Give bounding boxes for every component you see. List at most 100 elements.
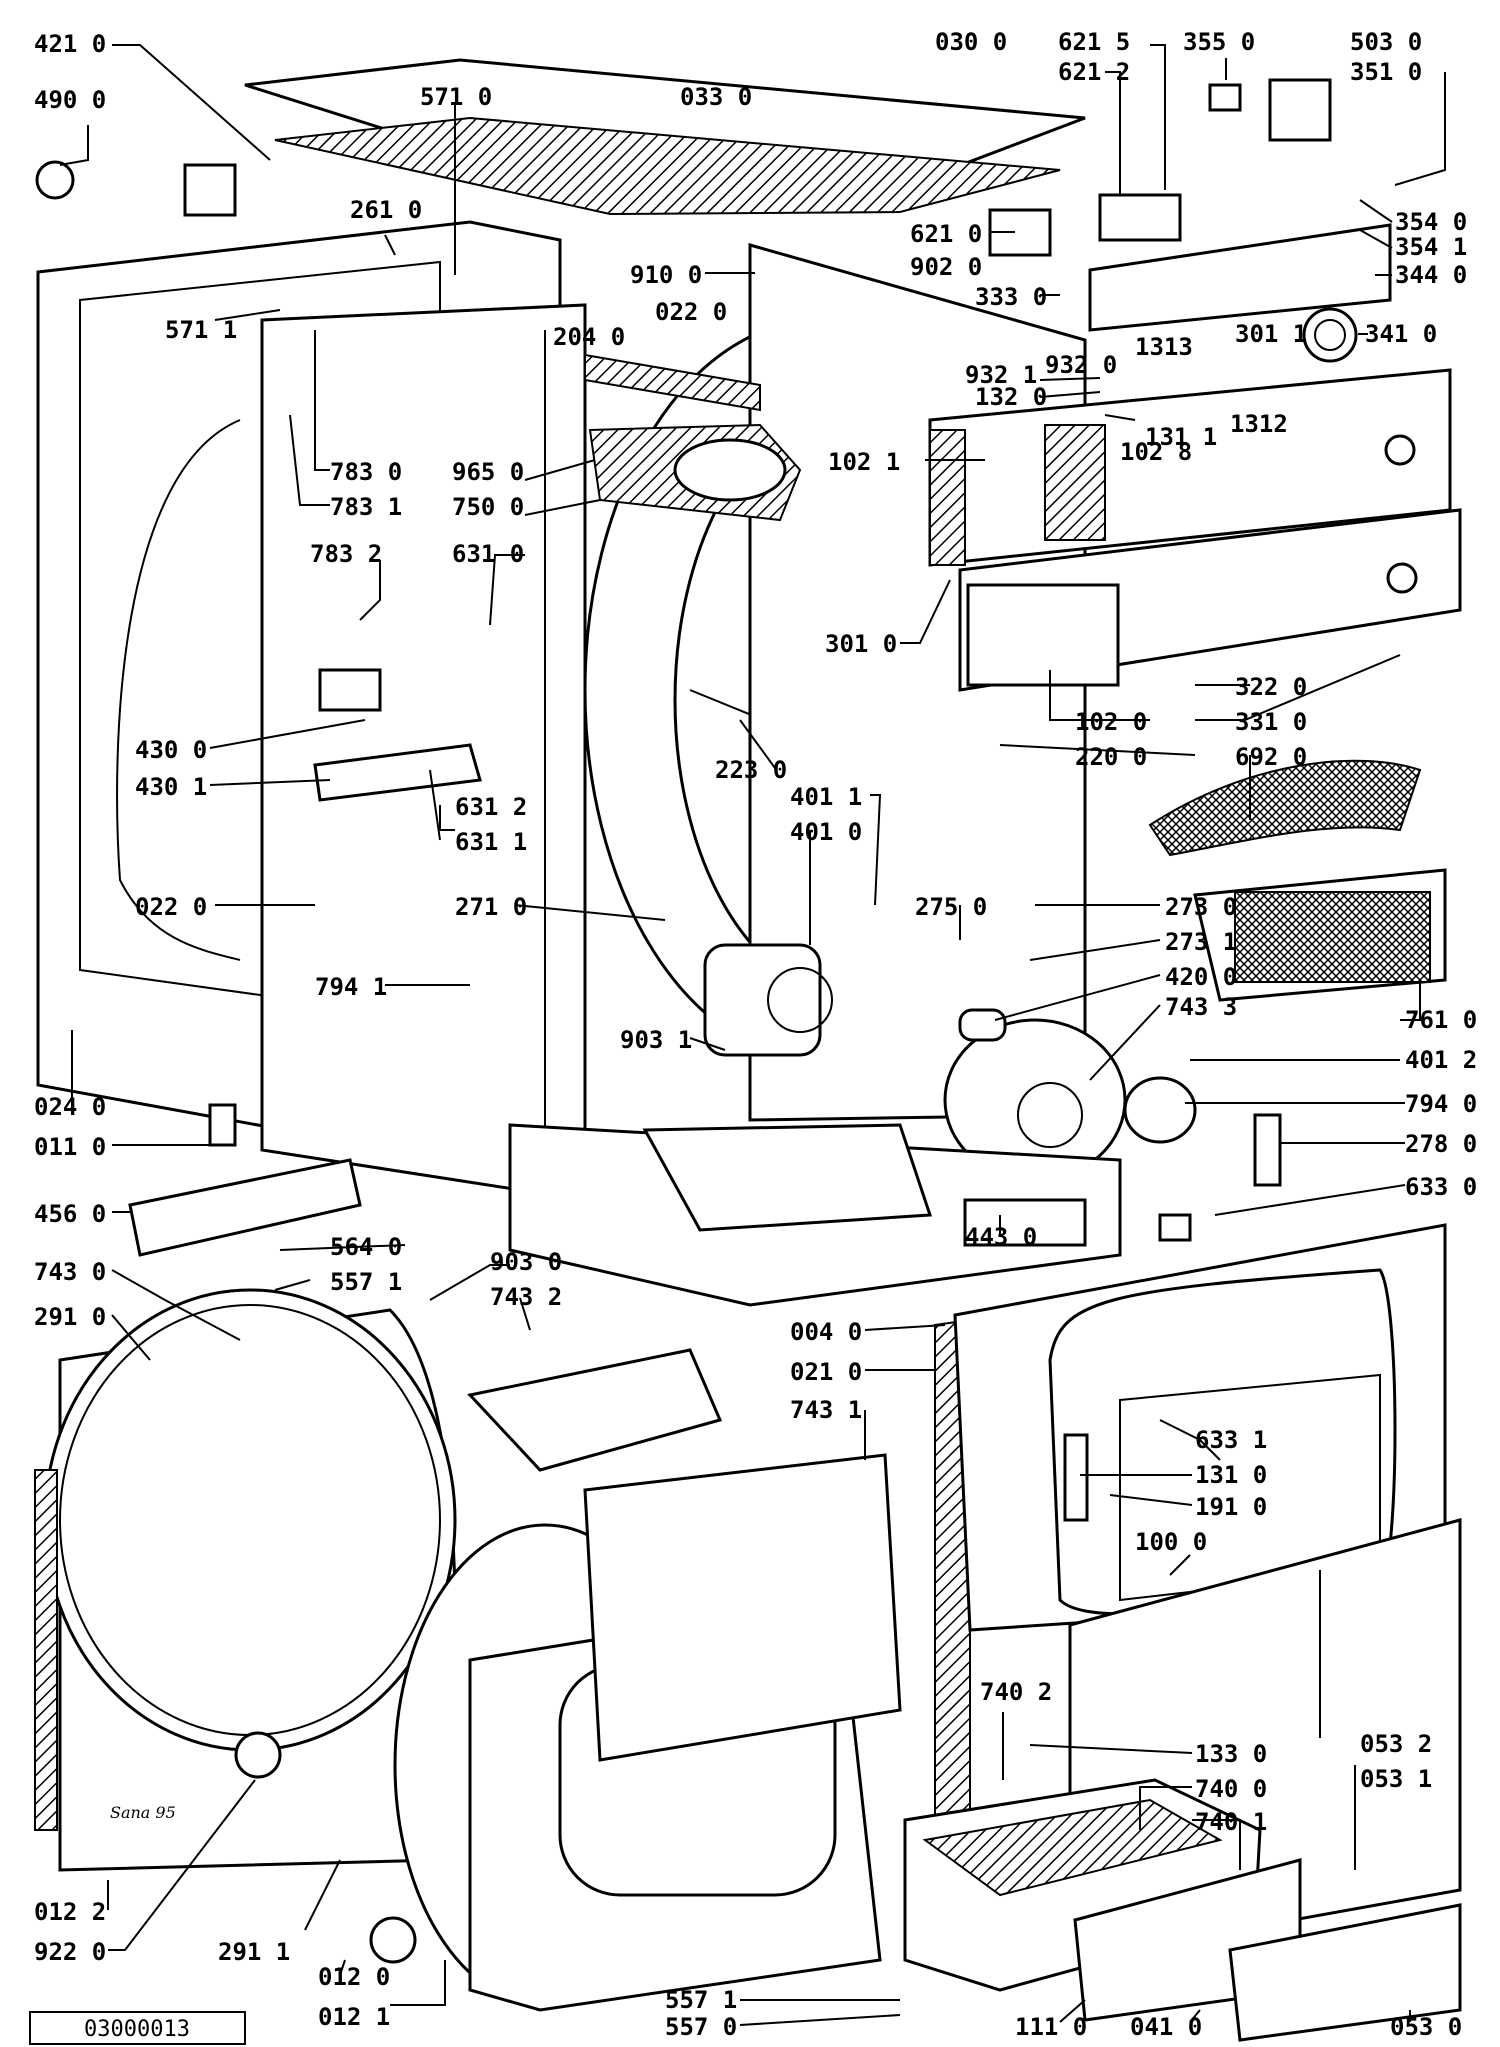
document-id: 03000013: [84, 2017, 190, 2042]
callout-label: 1313: [1135, 333, 1193, 361]
timer-503: [1268, 78, 1332, 142]
capacitor-420: [958, 1008, 1007, 1042]
parts-artwork: [34, 58, 1462, 2042]
callout-label: 783 0: [330, 458, 402, 486]
leader-lines: [59, 44, 1446, 2026]
callout-label: 621 2: [1058, 58, 1130, 86]
callout-labels: 421 0 490 0 571 0 033 0 030 0 621 5 621 …: [34, 28, 1477, 2041]
callout-label: 783 2: [310, 540, 382, 568]
callout-label: 022 0: [655, 298, 727, 326]
callout-label: 333 0: [975, 283, 1047, 311]
callout-label: 903 0: [490, 1248, 562, 1276]
callout-label: 621 5: [1058, 28, 1130, 56]
program-chart: [966, 583, 1120, 687]
callout-label: 401 2: [1405, 1046, 1477, 1074]
bulkhead-drum-face: [43, 1288, 457, 1752]
control-panel-side: [929, 429, 966, 566]
duct-handle: [673, 438, 787, 502]
callout-label: 204 0: [553, 323, 625, 351]
top-cover-seal: [274, 116, 1061, 216]
bulkhead-embossed-text: Sana 95: [110, 1803, 176, 1822]
callout-label: 131 0: [1195, 1461, 1267, 1489]
callout-label: 571 0: [420, 83, 492, 111]
callout-label: 012 1: [318, 2003, 390, 2031]
callout-label: 331 0: [1235, 708, 1307, 736]
callout-label: 344 0: [1395, 261, 1467, 289]
callout-label: 631 1: [455, 828, 527, 856]
callout-label: 102 1: [828, 448, 900, 476]
callout-label: 012 0: [318, 1963, 390, 1991]
timer-knob-341: [1302, 307, 1358, 363]
callout-label: 420 0: [1165, 963, 1237, 991]
callout-label: 750 0: [452, 493, 524, 521]
callout-label: 932 0: [1045, 351, 1117, 379]
callout-label: 030 0: [935, 28, 1007, 56]
control-dial: [1384, 434, 1416, 466]
callout-label: 743 0: [34, 1258, 106, 1286]
door-latch-131: [1063, 1433, 1089, 1522]
callout-label: 261 0: [350, 196, 422, 224]
callout-label: 322 0: [1235, 673, 1307, 701]
callout-label: 443 0: [965, 1223, 1037, 1251]
callout-label: 903 1: [620, 1026, 692, 1054]
callout-label: 740 1: [1195, 1808, 1267, 1836]
callout-label: 033 0: [680, 83, 752, 111]
callout-label: 341 0: [1365, 320, 1437, 348]
control-pcb: [1088, 223, 1392, 332]
seal-plate-430-1: [313, 743, 482, 802]
callout-label: 220 0: [1075, 743, 1147, 771]
callout-label: 100 0: [1135, 1528, 1207, 1556]
callout-label: 041 0: [1130, 2013, 1202, 2041]
module-621-2: [1098, 193, 1182, 242]
callout-label: 490 0: [34, 86, 106, 114]
left-panel-cutout: [116, 419, 241, 961]
duct-sump: [963, 1198, 1087, 1247]
callout-label: 191 0: [1195, 1493, 1267, 1521]
fascia-knob: [1386, 562, 1418, 594]
callout-label: 621 0: [910, 220, 982, 248]
callout-label: 223 0: [715, 756, 787, 784]
callout-label: 111 0: [1015, 2013, 1087, 2041]
callout-label: 631 0: [452, 540, 524, 568]
callout-label: 271 0: [455, 893, 527, 921]
callout-label: 024 0: [34, 1093, 106, 1121]
callout-label: 421 0: [34, 30, 106, 58]
bolt-011: [208, 1103, 237, 1147]
callout-label: 351 0: [1350, 58, 1422, 86]
pump-tray-743-2: [467, 1348, 723, 1472]
callout-label: 053 0: [1390, 2013, 1462, 2041]
lint-filter-mesh: [1234, 891, 1431, 983]
drum-roller-922: [234, 1731, 282, 1779]
bearing-bar: [584, 353, 761, 412]
callout-label: 275 0: [915, 893, 987, 921]
condenser-core: [922, 1798, 1223, 1897]
callout-label: 012 2: [34, 1898, 106, 1926]
callout-label: 692 0: [1235, 743, 1307, 771]
callout-label: 902 0: [910, 253, 982, 281]
callout-label: 273 0: [1165, 893, 1237, 921]
callout-label: 740 2: [980, 1678, 1052, 1706]
callout-label: 131 1: [1145, 423, 1217, 451]
roller-012-0: [369, 1916, 417, 1964]
document-id-box: 03000013: [29, 2011, 246, 2045]
callout-label: 503 0: [1350, 28, 1422, 56]
gasket-794: [1123, 1076, 1197, 1144]
heater-element-456: [128, 1158, 362, 1257]
callout-label: 633 0: [1405, 1173, 1477, 1201]
callout-label: 740 0: [1195, 1775, 1267, 1803]
motor-endbell: [767, 967, 833, 1033]
callout-label: 354 0: [1395, 208, 1467, 236]
callout-label: 004 0: [790, 1318, 862, 1346]
callout-label: 932 1: [965, 361, 1037, 389]
bulkhead-frame-743-1: [583, 1453, 902, 1762]
callout-label: 761 0: [1405, 1006, 1477, 1034]
callout-label: 102 8: [1120, 438, 1192, 466]
callout-label: 557 1: [330, 1268, 402, 1296]
callout-label: 301 1: [1235, 320, 1307, 348]
callout-label: 053 2: [1360, 1730, 1432, 1758]
callout-label: 794 0: [1405, 1090, 1477, 1118]
callout-label: 564 0: [330, 1233, 402, 1261]
callout-label: 743 1: [790, 1396, 862, 1424]
